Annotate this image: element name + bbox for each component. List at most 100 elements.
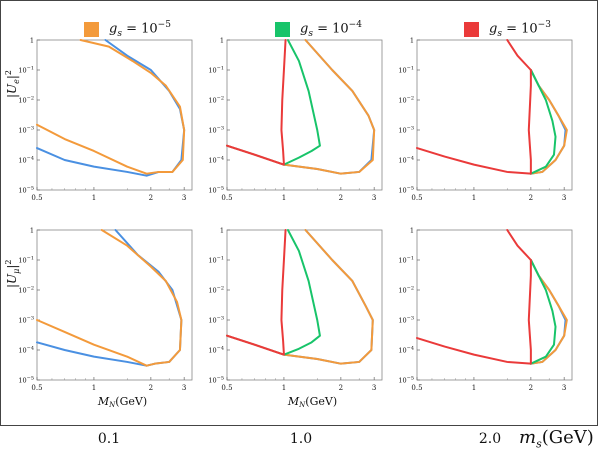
figure-frame	[0, 0, 598, 426]
y-tick-label: 10−5	[398, 186, 414, 195]
series-line-0	[36, 229, 183, 367]
x-tick-label: 1	[472, 194, 476, 202]
row-axis-label: |Ue|2	[4, 70, 21, 98]
plot-frame	[36, 229, 193, 381]
y-tick-label: 10−4	[18, 156, 34, 165]
legend-item-gs-1e-5: gs = 10−5	[84, 20, 171, 39]
plot-frame	[416, 229, 573, 381]
legend-swatch-orange	[84, 21, 99, 37]
series-line-0	[36, 39, 186, 177]
series-line-3	[416, 229, 532, 365]
y-tick-label: 10−5	[398, 376, 414, 385]
x-tick-label: 2	[529, 384, 533, 392]
y-tick-label: 10−2	[208, 286, 224, 295]
y-tick-label: 10−3	[18, 126, 34, 135]
y-tick-label: 1	[220, 37, 224, 45]
series-line-2	[282, 229, 321, 356]
series-line-3	[226, 39, 287, 166]
y-tick-label: 10−2	[398, 96, 414, 105]
x-tick-label: 0.5	[221, 194, 232, 202]
x-tick-label: 3	[372, 194, 376, 202]
legend-swatch-red	[464, 21, 479, 37]
x-tick-label: 1	[282, 194, 286, 202]
series-line-1	[36, 39, 186, 175]
x-tick-label: 1	[92, 194, 96, 202]
series-line-3	[416, 39, 532, 175]
series-line-2	[529, 259, 557, 365]
y-tick-label: 10−4	[208, 346, 224, 355]
y-tick-label: 10−1	[18, 66, 34, 75]
subplot-r0-c0: 0.5 1 2 3 10−5 10−4 10−3 10−2 10−1 1	[18, 37, 193, 202]
x-tick-label: 0.5	[411, 194, 422, 202]
y-tick-label: 10−4	[18, 346, 34, 355]
subplot-r0-c1: 0.5 1 2 3 10−5 10−4 10−3 10−2 10−1 1	[208, 37, 383, 202]
y-tick-label: 10−1	[398, 256, 414, 265]
x-tick-label: 3	[562, 384, 566, 392]
y-tick-label: 10−2	[18, 286, 34, 295]
x-tick-label: 3	[562, 194, 566, 202]
legend-label: gs = 10−4	[300, 20, 362, 39]
x-axis-title: MN(GeV)	[97, 395, 147, 409]
ms-label-1: 1.0	[289, 431, 313, 447]
series-line-0	[529, 259, 567, 365]
y-tick-label: 10−5	[18, 376, 34, 385]
y-tick-label: 1	[220, 227, 224, 235]
series-line-2	[282, 39, 321, 166]
ms-label-2: 2.0	[478, 431, 502, 447]
y-tick-label: 10−5	[208, 376, 224, 385]
y-tick-label: 10−1	[208, 66, 224, 75]
chart-canvas: 0.5 1 2 3 10−5 10−4 10−3 10−2 10−1 1 0.5 1 2 3 10−5 10−…	[4, 37, 573, 409]
y-tick-label: 10−3	[208, 316, 224, 325]
x-tick-label: 3	[182, 384, 186, 392]
x-tick-label: 0.5	[31, 194, 42, 202]
y-tick-label: 10−2	[208, 96, 224, 105]
y-tick-label: 1	[30, 37, 34, 45]
x-tick-label: 2	[339, 194, 343, 202]
legend-label: gs = 10−3	[489, 20, 551, 39]
series-line-0	[529, 69, 567, 175]
y-tick-label: 1	[30, 227, 34, 235]
y-tick-label: 10−5	[18, 186, 34, 195]
y-tick-label: 10−2	[398, 286, 414, 295]
legend-label: gs = 10−5	[109, 20, 171, 39]
x-tick-label: 0.5	[221, 384, 232, 392]
y-tick-label: 10−3	[208, 126, 224, 135]
x-tick-label: 3	[372, 384, 376, 392]
x-tick-label: 1	[472, 384, 476, 392]
ms-label-0: 0.1	[97, 431, 121, 447]
y-tick-label: 10−5	[208, 186, 224, 195]
ms-axis-title: ms(GeV)	[519, 427, 594, 451]
y-tick-label: 10−2	[18, 96, 34, 105]
x-axis-title: MN(GeV)	[287, 395, 337, 409]
subplot-r1-c2: 0.5 1 2 3 10−5 10−4 10−3 10−2 10−1 1	[398, 227, 573, 392]
series-line-1	[529, 69, 568, 175]
y-tick-label: 1	[410, 227, 414, 235]
y-tick-label: 10−3	[398, 316, 414, 325]
series-line-3	[226, 229, 287, 356]
y-tick-label: 10−1	[18, 256, 34, 265]
series-line-1	[529, 259, 568, 365]
series-line-2	[529, 69, 557, 175]
legend-item-gs-1e-4: gs = 10−4	[275, 20, 362, 39]
plot-frame	[416, 39, 573, 191]
x-tick-label: 0.5	[411, 384, 422, 392]
legend-item-gs-1e-3: gs = 10−3	[464, 20, 551, 39]
y-tick-label: 10−4	[398, 346, 414, 355]
y-tick-label: 1	[410, 37, 414, 45]
y-tick-label: 10−3	[18, 316, 34, 325]
y-tick-label: 10−1	[208, 256, 224, 265]
x-tick-label: 1	[92, 384, 96, 392]
y-tick-label: 10−4	[398, 156, 414, 165]
y-tick-label: 10−4	[208, 156, 224, 165]
x-tick-label: 2	[149, 194, 153, 202]
plot-frame	[36, 39, 193, 191]
x-tick-label: 3	[182, 194, 186, 202]
x-tick-label: 2	[529, 194, 533, 202]
legend-swatch-green	[275, 21, 290, 37]
x-tick-label: 2	[339, 384, 343, 392]
x-tick-label: 0.5	[31, 384, 42, 392]
y-tick-label: 10−3	[398, 126, 414, 135]
